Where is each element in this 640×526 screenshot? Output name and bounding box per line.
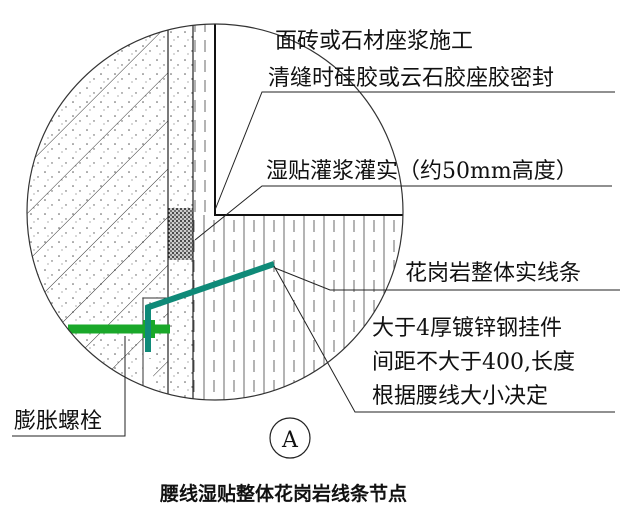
label-bracket-line3: 根据腰线大小决定 <box>372 384 548 409</box>
label-tile-setting: 面砖或石材座浆施工 <box>275 29 473 54</box>
leader-lines <box>12 91 620 437</box>
label-grout-fill: 湿贴灌浆灌实（约50mm高度） <box>266 159 578 184</box>
detail-marker-label: A <box>281 428 299 453</box>
label-joint-sealing: 清缝时硅胶或云石胶座胶密封 <box>268 66 554 91</box>
detail-marker <box>269 417 311 459</box>
label-expansion-bolt: 膨胀螺栓 <box>14 409 102 434</box>
label-bracket-line2: 间距不大于400,长度 <box>372 350 575 375</box>
drawing-caption: 腰线湿贴整体花岗岩线条节点 <box>159 482 407 505</box>
grout-fill <box>168 208 193 260</box>
label-bracket-line1: 大于4厚镀锌钢挂件 <box>372 316 562 341</box>
label-granite-molding: 花岗岩整体实线条 <box>405 261 581 286</box>
